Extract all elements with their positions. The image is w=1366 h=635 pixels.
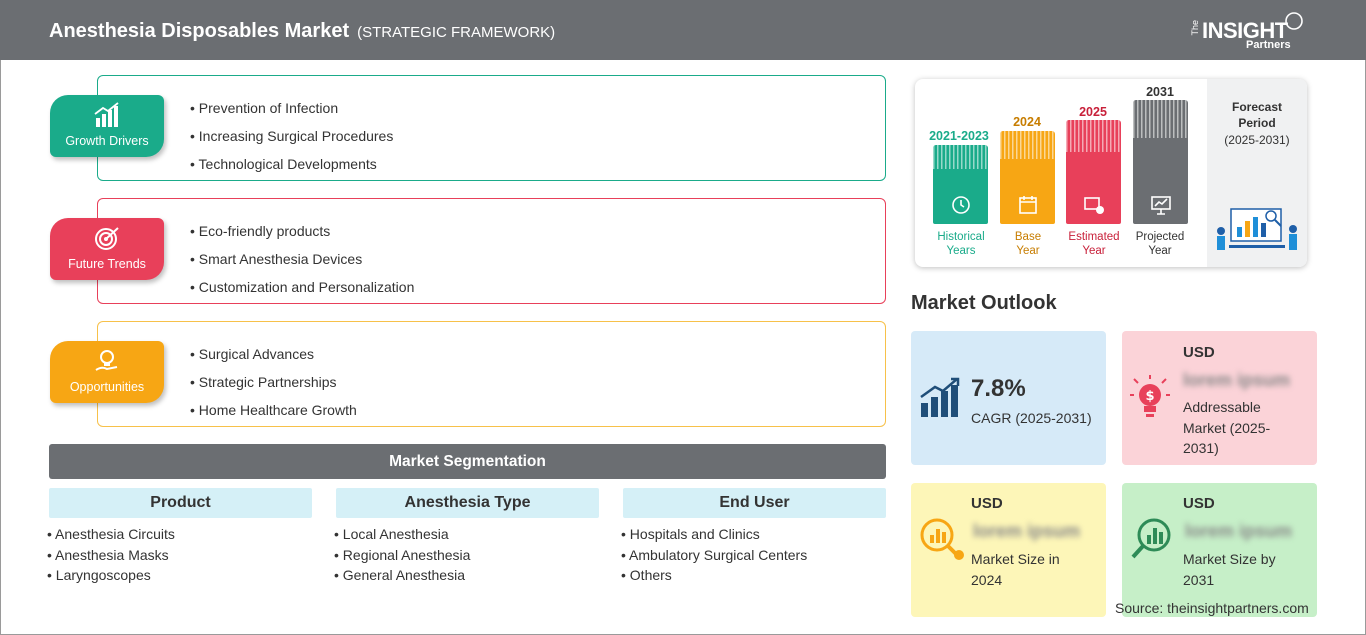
- cagr-label: CAGR (2025-2031): [971, 410, 1092, 426]
- list-item: • Others: [621, 567, 672, 583]
- lightbulb-hand-icon: [95, 350, 118, 371]
- list-item: • Technological Developments: [190, 156, 377, 172]
- title-main: Anesthesia Disposables Market: [49, 20, 350, 42]
- header-bar: Anesthesia Disposables Market (STRATEGIC …: [0, 0, 1366, 60]
- history-clock-icon: [952, 196, 970, 214]
- page-title: Anesthesia Disposables Market (STRATEGIC …: [49, 20, 555, 43]
- currency-label: USD: [1183, 495, 1215, 512]
- list-item: • Home Healthcare Growth: [190, 402, 357, 418]
- list-item: • Hospitals and Clinics: [621, 526, 760, 542]
- segment-heading-end-user: End User: [623, 488, 886, 518]
- timeline-year: 2031: [1146, 85, 1174, 99]
- estimate-gears-icon: [1084, 197, 1104, 214]
- market-outlook-title: Market Outlook: [911, 292, 1057, 314]
- timeline-bar-historical: [933, 145, 988, 224]
- badge-label: Growth Drivers: [65, 134, 149, 148]
- redacted-value: lorem ipsum: [1183, 370, 1291, 390]
- product-list: • Anesthesia Circuits • Anesthesia Masks…: [47, 524, 175, 586]
- currency-label: USD: [1183, 344, 1215, 361]
- magnifier-bars-icon: [1131, 518, 1171, 559]
- currency-label: USD: [971, 495, 1003, 512]
- list-item: • Smart Anesthesia Devices: [190, 251, 363, 267]
- segment-heading-anesthesia-type: Anesthesia Type: [336, 488, 599, 518]
- list-item: • Laryngoscopes: [47, 567, 151, 583]
- list-item: • Anesthesia Masks: [47, 546, 169, 563]
- list-item: • Customization and Personalization: [190, 279, 415, 295]
- logo-swoosh-icon: [1285, 12, 1303, 30]
- list-item: • Increasing Surgical Procedures: [190, 128, 394, 144]
- list-item: • Eco-friendly products: [190, 223, 331, 239]
- list-item: • Prevention of Infection: [190, 100, 339, 116]
- presentation-board-icon: [1151, 196, 1171, 215]
- anesthesia-type-list: • Local Anesthesia • Regional Anesthesia…: [334, 524, 470, 586]
- future-trends-box: • Eco-friendly products • Smart Anesthes…: [97, 198, 886, 304]
- list-item: • Anesthesia Circuits: [47, 526, 175, 542]
- badge-label: Future Trends: [68, 257, 146, 271]
- redacted-value: lorem ipsum: [973, 521, 1081, 541]
- timeline-bar-projected: [1133, 100, 1188, 224]
- opportunities-box: • Surgical Advances • Strategic Partners…: [97, 321, 886, 427]
- list-item: • Local Anesthesia: [334, 526, 449, 542]
- segmentation-header: Market Segmentation: [49, 444, 886, 479]
- list-item: • Regional Anesthesia: [334, 546, 471, 563]
- redacted-value: lorem ipsum: [1185, 521, 1293, 541]
- title-subtitle: (STRATEGIC FRAMEWORK): [357, 24, 556, 41]
- source-citation: Source: theinsightpartners.com: [1115, 600, 1309, 616]
- growth-drivers-box: • Prevention of Infection • Increasing S…: [97, 75, 886, 181]
- badge-label: Opportunities: [69, 380, 145, 394]
- list-item: • Ambulatory Surgical Centers: [621, 546, 808, 563]
- dollar-bulb-icon: $: [1130, 375, 1170, 417]
- timeline-year: 2024: [1013, 115, 1041, 129]
- future-trends-badge: Future Trends: [50, 218, 164, 280]
- cagr-card: 7.8% CAGR (2025-2031): [911, 331, 1106, 465]
- timeline-bar-base: [1000, 131, 1055, 224]
- opportunities-badge: Opportunities: [50, 341, 164, 403]
- cagr-value: 7.8%: [971, 375, 1026, 402]
- timeline-year: 2021-2023: [929, 129, 989, 143]
- growth-chart-icon: [94, 102, 119, 127]
- analysts-illustration-icon: [1217, 208, 1297, 250]
- svg-text:$: $: [1145, 389, 1154, 404]
- list-item: • Surgical Advances: [190, 346, 314, 362]
- calendar-icon: [1019, 196, 1037, 214]
- segment-heading-product: Product: [49, 488, 312, 518]
- end-user-list: • Hospitals and Clinics • Ambulatory Sur…: [621, 524, 807, 586]
- timeline-year: 2025: [1079, 105, 1107, 119]
- growth-drivers-badge: Growth Drivers: [50, 95, 164, 157]
- target-icon: [95, 227, 119, 250]
- growth-arrow-chart-icon: [920, 377, 960, 417]
- magnifier-chart-icon: [920, 518, 964, 560]
- insight-partners-logo: The INSIGHT Partners: [1190, 12, 1310, 56]
- list-item: • General Anesthesia: [334, 567, 465, 583]
- timeline-bar-estimated: [1066, 120, 1121, 224]
- forecast-range: (2025-2031): [1224, 133, 1290, 147]
- list-item: • Strategic Partnerships: [190, 374, 337, 390]
